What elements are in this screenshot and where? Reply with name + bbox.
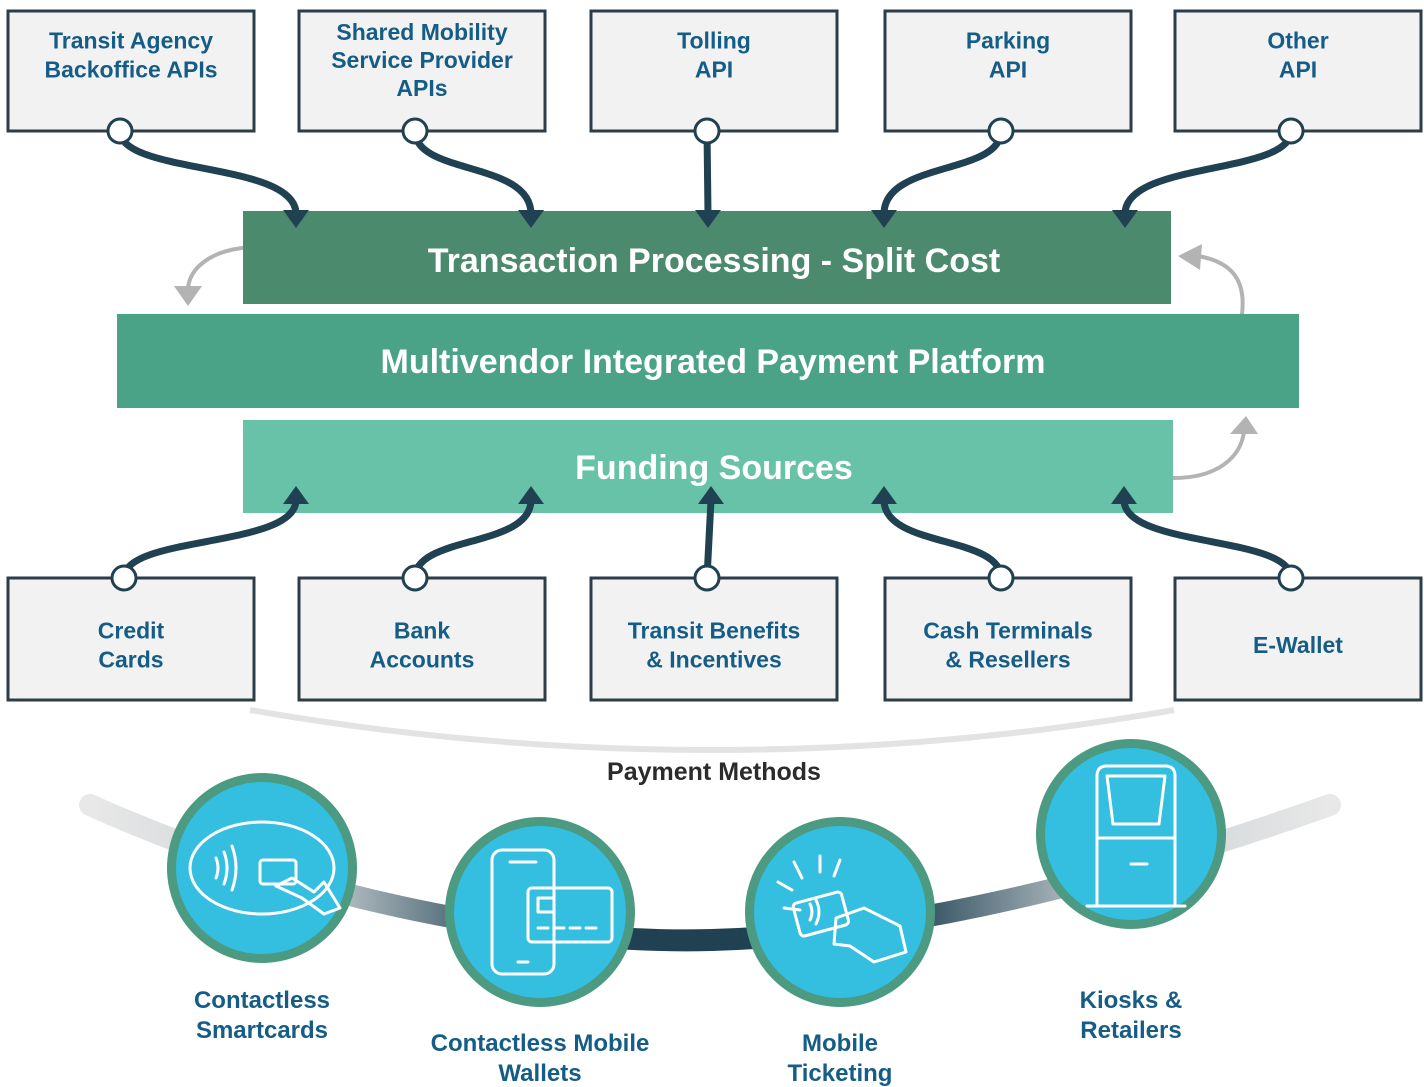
connector-port-icon [106, 117, 134, 145]
connector-port-icon [693, 117, 721, 145]
payment-method-kiosks-retailers: Kiosks & Retailers [1036, 739, 1226, 1044]
hand-card-tap-icon [776, 854, 908, 964]
connector-port-icon [401, 564, 429, 592]
payment-method-label: Contactless Mobile [431, 1030, 650, 1057]
api-box-label: Backoffice APIs [45, 57, 218, 83]
funding-box-e-wallet: E-Wallet [1111, 486, 1423, 702]
kiosk-icon [1085, 764, 1187, 908]
connector-port-icon [987, 117, 1015, 145]
api-box-label: Transit Agency [49, 28, 213, 54]
funding-sources-label: Funding Sources [575, 449, 853, 487]
payment-method-label: Smartcards [196, 1017, 328, 1044]
arrowhead-icon [871, 210, 897, 228]
funding-box-frame [883, 576, 1133, 702]
funding-connector [880, 496, 1005, 582]
connector-port-icon [693, 564, 721, 592]
api-connector [1121, 127, 1295, 218]
arrowhead-icon [871, 486, 897, 504]
api-box-frame [589, 9, 839, 133]
funding-box-cash-terminals: Cash Terminals & Resellers [871, 486, 1133, 702]
funding-connector [411, 496, 535, 582]
method-circle [176, 782, 348, 954]
funding-box-label: Cards [98, 647, 163, 673]
api-box-label: Parking [966, 28, 1050, 54]
api-connector [116, 127, 300, 218]
api-connector [411, 127, 535, 218]
payment-method-label: Kiosks & [1080, 987, 1183, 1014]
api-box-label: Shared Mobility [336, 19, 507, 45]
arrowhead-icon [1111, 486, 1137, 504]
right-cycle-arrow-lower [1172, 416, 1258, 480]
arrowhead-icon [695, 210, 721, 228]
api-box-label: Service Provider [331, 47, 513, 73]
transaction-processing-label: Transaction Processing - Split Cost [428, 242, 1000, 280]
api-box-label: API [695, 57, 733, 83]
api-box-frame [297, 9, 547, 133]
method-circle [1045, 748, 1217, 920]
payment-method-label: Mobile [802, 1030, 878, 1057]
payment-methods-arc [249, 707, 1175, 753]
payment-method-label: Retailers [1080, 1017, 1181, 1044]
connector-port-icon [987, 564, 1015, 592]
payment-platform-bar [117, 314, 1299, 408]
funding-connector [1120, 496, 1295, 582]
api-box-label: APIs [396, 75, 447, 101]
connector-port-icon [1277, 117, 1305, 145]
api-box-label: Tolling [677, 28, 751, 54]
funding-box-label: & Incentives [646, 647, 782, 673]
funding-box-frame [1173, 576, 1423, 702]
connector-port-icon [401, 117, 429, 145]
funding-box-label: Bank [394, 618, 450, 644]
funding-box-label: Credit [98, 618, 165, 644]
connector-port-icon [1277, 564, 1305, 592]
connector-port-icon [110, 564, 138, 592]
arrowhead-icon [1112, 210, 1138, 228]
payment-platform-label: Multivendor Integrated Payment Platform [381, 343, 1046, 381]
funding-box-label: E-Wallet [1253, 632, 1343, 658]
api-connector [880, 127, 1005, 218]
arrowhead-icon [518, 210, 544, 228]
arrowhead-icon [283, 210, 309, 228]
funding-box-frame [6, 576, 256, 702]
funding-box-label: Cash Terminals [923, 618, 1093, 644]
arrowhead-icon [698, 486, 724, 504]
payment-method-label: Contactless [194, 987, 330, 1014]
api-box-label: API [1279, 57, 1317, 83]
funding-box-label: Accounts [370, 647, 475, 673]
api-box-frame [1173, 9, 1423, 133]
phone-card-icon [490, 848, 614, 976]
funding-box-label: & Resellers [945, 647, 1070, 673]
left-cycle-arrow [174, 246, 244, 306]
funding-box-label: Transit Benefits [628, 618, 801, 644]
payment-method-label: Ticketing [788, 1060, 893, 1087]
api-connector [703, 127, 712, 218]
funding-box-frame [589, 576, 839, 702]
payment-methods-title: Payment Methods [607, 758, 821, 786]
api-box-frame [6, 9, 256, 133]
funding-connector [120, 496, 300, 582]
arrowhead-icon [283, 486, 309, 504]
right-cycle-arrow-upper [1178, 244, 1245, 316]
method-circle [754, 826, 926, 998]
arrowhead-icon [518, 486, 544, 504]
payment-method-label: Wallets [498, 1060, 581, 1087]
contactless-card-tap-icon [188, 820, 342, 916]
api-box-label: API [989, 57, 1027, 83]
api-box-label: Other [1267, 28, 1328, 54]
funding-box-transit-benefits: Transit Benefits & Incentives [589, 486, 839, 702]
